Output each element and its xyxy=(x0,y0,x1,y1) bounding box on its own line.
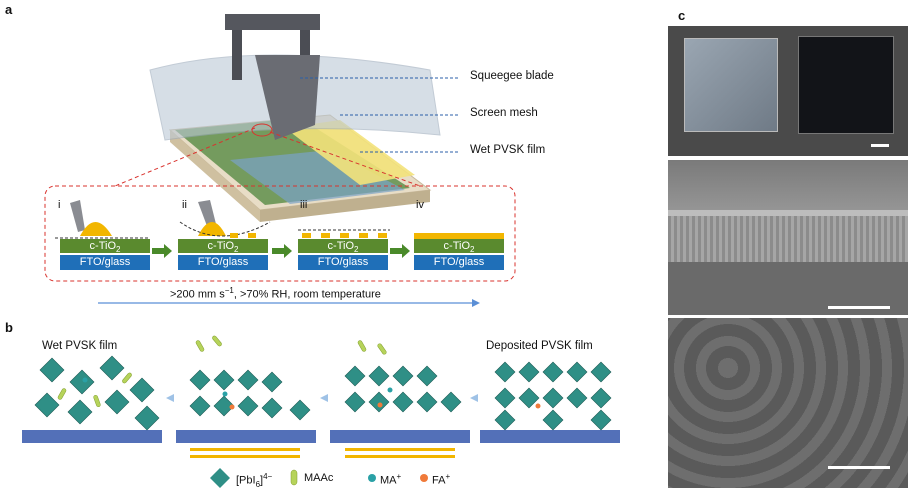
blade-body xyxy=(255,55,320,140)
step-label-ii: ii xyxy=(182,199,187,211)
scale-bar-c xyxy=(871,144,889,147)
legend-ma: MA+ xyxy=(380,472,402,487)
speed-arrow-head xyxy=(472,299,480,307)
panel-label-c: c xyxy=(678,8,686,23)
fa-ion-2 xyxy=(377,402,383,408)
step3-dot4 xyxy=(359,233,368,238)
stage-arrow-3 xyxy=(470,394,478,402)
step-label-i: i xyxy=(58,199,61,211)
process-inset-box xyxy=(44,185,516,282)
panel-a-illustration xyxy=(44,14,516,307)
scale-bar-d xyxy=(828,306,890,309)
legend-pbi6: [PbI6]4− xyxy=(236,472,273,489)
substrate-3 xyxy=(330,430,470,443)
speed-bar-1a xyxy=(190,448,300,451)
stack3-tio2: c-TiO2 xyxy=(298,239,388,254)
panel-label-b: b xyxy=(5,320,13,335)
legend-ma-icon xyxy=(368,474,376,482)
process-arrow-1 xyxy=(152,244,172,258)
panel-b-illustration xyxy=(22,335,620,488)
process-arrow-3 xyxy=(390,244,410,258)
ma-ion-2 xyxy=(222,391,228,397)
maac-rod-7 xyxy=(377,343,387,355)
blade-post-left xyxy=(232,30,242,80)
panel-e-sem-top-view xyxy=(668,318,908,488)
step-label-iv: iv xyxy=(416,199,424,211)
fa-ion-1 xyxy=(229,404,235,410)
stack1-tio2: c-TiO2 xyxy=(60,239,150,254)
maac-rod-6 xyxy=(357,340,367,352)
tio2-layer xyxy=(668,210,908,216)
stage-label-wet: Wet PVSK film xyxy=(42,340,118,352)
step3-dot1 xyxy=(302,233,311,238)
zoom-circle xyxy=(251,123,273,137)
legend-octahedron-icon xyxy=(210,468,230,488)
maac-rod-1 xyxy=(57,388,67,400)
substrate-1 xyxy=(22,430,162,443)
step2-dot1 xyxy=(230,233,238,238)
process-arrow-2 xyxy=(272,244,292,258)
process-conditions: >200 mm s−1, >70% RH, room temperature xyxy=(170,286,381,301)
panel-c-photo xyxy=(668,26,908,156)
speed-bar-2a xyxy=(345,448,455,451)
step-label-iii: iii xyxy=(300,199,308,211)
stack4-tio2: c-TiO2 xyxy=(414,239,504,254)
substrate-2 xyxy=(176,430,316,443)
stack3-fto: FTO/glass xyxy=(298,255,388,270)
stack1-fto: FTO/glass xyxy=(60,255,150,270)
maac-rod-3 xyxy=(122,372,132,384)
maac-rod-5 xyxy=(212,335,222,347)
maac-rod-4 xyxy=(195,340,205,352)
substrate-4 xyxy=(480,430,620,443)
fto-layer xyxy=(668,216,908,262)
coated-substrate xyxy=(798,36,894,134)
legend-fa: FA+ xyxy=(432,472,451,487)
legend-fa-icon xyxy=(420,474,428,482)
step3-dot2 xyxy=(321,233,330,238)
step2-ink xyxy=(198,222,226,236)
ma-ion-1 xyxy=(82,377,88,383)
zoom-line-left xyxy=(114,127,256,187)
blade-top-bar xyxy=(225,14,320,30)
callout-screen-mesh: Screen mesh xyxy=(470,107,538,119)
crystal-stage-2 xyxy=(189,369,311,421)
step3-dot3 xyxy=(340,233,349,238)
blue-film xyxy=(230,150,405,204)
ma-ion-3 xyxy=(387,387,393,393)
stage-label-deposited: Deposited PVSK film xyxy=(486,340,593,352)
step4-film xyxy=(414,233,504,239)
zoom-line-right xyxy=(269,131,421,187)
perovskite-layer xyxy=(668,160,908,210)
maac-rod-2 xyxy=(93,394,101,408)
speed-bar-1b xyxy=(190,455,300,458)
stack4-fto: FTO/glass xyxy=(414,255,504,270)
stage-arrow-1 xyxy=(166,394,174,402)
panel-d-sem-cross-section xyxy=(668,160,908,315)
step3-dot5 xyxy=(378,233,387,238)
wet-film xyxy=(285,120,415,185)
step2-mesh xyxy=(179,221,271,237)
stack2-tio2: c-TiO2 xyxy=(178,239,268,254)
step2-dot2 xyxy=(248,233,256,238)
stage-arrow-2 xyxy=(320,394,328,402)
callout-wet-pvsk-film: Wet PVSK film xyxy=(470,144,546,156)
crystal-stage-1 xyxy=(34,355,160,431)
callout-squeegee-blade: Squeegee blade xyxy=(470,70,554,82)
fa-ion-3 xyxy=(535,403,541,409)
crystal-stage-4 xyxy=(494,361,612,431)
speed-bar-2b xyxy=(345,455,455,458)
panel-label-a: a xyxy=(5,2,13,17)
transparent-substrate xyxy=(684,38,778,132)
substrate-side-front xyxy=(260,190,430,222)
step1-ink xyxy=(80,222,112,236)
crystal-stage-3 xyxy=(344,365,462,413)
legend-maac-icon xyxy=(290,469,298,486)
scale-bar-e xyxy=(828,466,890,469)
step1-blade xyxy=(70,200,85,232)
stack2-fto: FTO/glass xyxy=(178,255,268,270)
legend-maac: MAAc xyxy=(304,472,334,484)
substrate-side-left xyxy=(170,130,260,222)
